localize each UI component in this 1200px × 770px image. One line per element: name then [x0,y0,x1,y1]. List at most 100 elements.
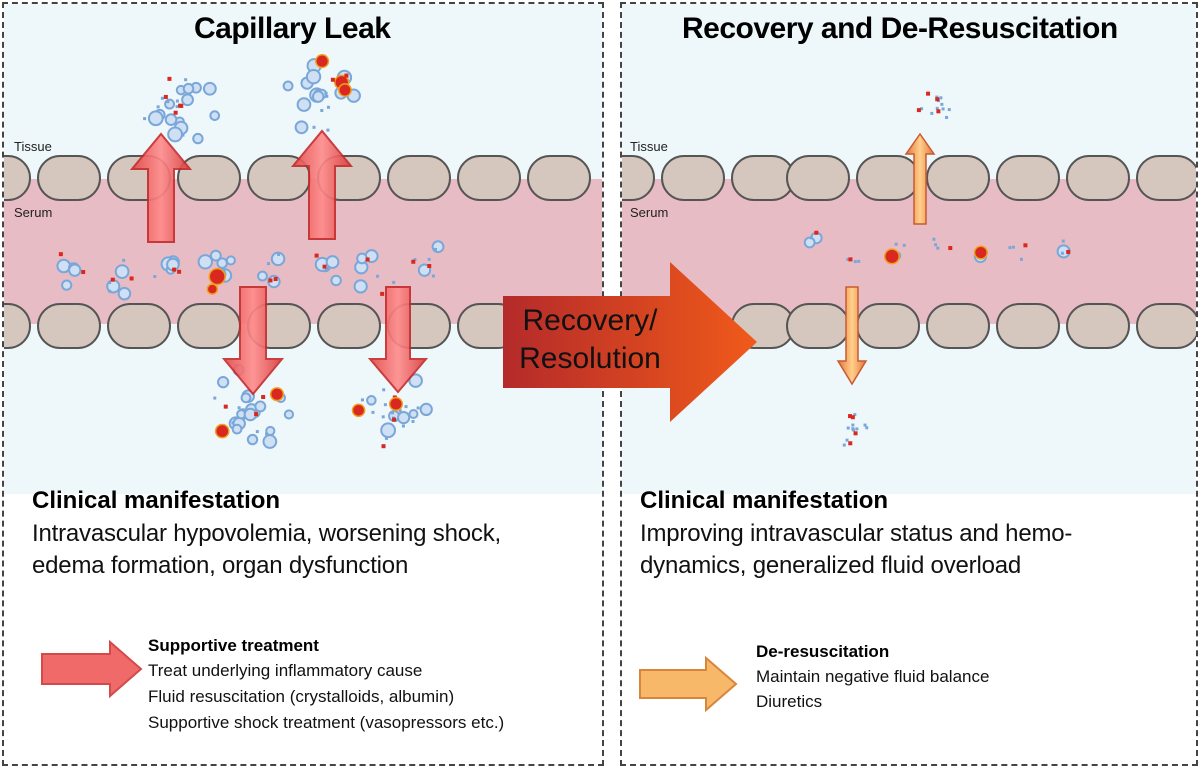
fluid-particle [143,117,147,121]
fluid-particle [392,280,396,284]
recovery-resolution-label: Recovery/ Resolution [510,302,670,378]
fluid-particle [857,259,861,263]
fluid-particle [184,78,188,82]
fluid-particle [382,388,386,392]
protein-particle [322,264,327,269]
endothelial-cell [996,303,1060,349]
fluid-particle [932,237,936,241]
endothelial-cell [177,303,241,349]
protein-particle [848,414,853,419]
endothelial-cell [996,155,1060,201]
fluid-particle [936,246,940,250]
albumin-particle [197,254,213,270]
albumin-particle [305,69,322,85]
albumin-particle [231,423,243,435]
protein-particle [411,259,416,264]
fluid-particle [324,91,328,95]
clinical-line: dynamics, generalized fluid overload [640,552,1022,579]
treatment-line: Treat underlying inflammatory cause [148,661,423,680]
fluid-particle [384,436,388,440]
protein-particle [261,395,266,400]
albumin-particle [408,373,423,388]
fluid-particle [266,262,270,266]
fluid-particle [326,128,330,132]
fluid-particle [941,107,945,111]
albumin-particle [803,236,816,249]
albumin-particle [353,279,368,294]
endothelial-cell [661,155,725,201]
albumin-particle [209,110,221,121]
protein-particle [172,267,177,272]
endothelial-cell [1136,303,1196,349]
protein-particle [1023,243,1028,248]
fluid-particle [431,274,435,278]
supportive-treatment-arrow-icon [41,639,143,699]
fluid-particle [160,96,164,100]
protein-particle [948,246,953,251]
protein-particle [110,277,115,282]
endothelial-cell [1066,155,1130,201]
fluid-particle [427,257,431,261]
albumin-particle [209,249,222,262]
panel-title: Recovery and De-Resuscitation [682,12,1118,45]
endothelial-cell [457,155,521,201]
albumin-particle [296,97,312,112]
endothelial-cell [786,303,850,349]
protein-particle [392,417,397,422]
fluid-particle [413,258,417,262]
albumin-particle [254,400,267,413]
albumin-particle [366,395,377,406]
fluid-particle [934,243,938,247]
fluid-particle [411,420,415,424]
fluid-particle [846,426,850,430]
serum-band [622,179,1196,324]
protein-particle [388,396,404,412]
fluid-particle [865,426,869,430]
protein-particle [81,270,86,275]
de-resuscitation-arrow-icon [639,655,738,713]
albumin-particle [294,120,309,135]
fluid-particle [371,410,375,414]
fluid-particle [945,115,949,119]
protein-particle [848,441,853,446]
albumin-particle [397,410,411,425]
protein-particle [177,269,182,274]
endothelial-cell [786,155,850,201]
protein-particle [163,94,168,99]
endothelial-cell [527,155,591,201]
treatment-line: Maintain negative fluid balance [756,667,990,686]
protein-particle [330,77,335,82]
fluid-particle [401,424,405,428]
albumin-particle [282,80,294,92]
fluid-particle [108,289,112,293]
protein-particle [916,108,921,113]
fluid-particle [852,428,856,432]
fluid-particle [930,111,934,115]
fluid-particle [175,99,179,103]
fluid-particle [416,406,420,410]
fluid-particle [320,108,324,112]
tissue-label: Tissue [14,139,52,154]
protein-particle [129,276,134,281]
fluid-particle [181,133,185,137]
protein-particle [167,76,172,81]
protein-particle [208,267,226,286]
fluid-particle [108,281,112,285]
clinical-manifestation-heading: Clinical manifestation [640,487,889,514]
fluid-particle [1011,245,1015,249]
endothelial-cell [387,155,451,201]
serum-label: Serum [630,205,669,220]
protein-particle [214,423,230,439]
albumin-particle [217,376,230,389]
fluid-particle [381,415,385,419]
particles [803,91,1071,447]
fluid-particle [326,105,330,109]
fluid-particle [845,438,849,442]
endothelial-cell [4,303,31,349]
fluid-particle [863,423,867,427]
arrow-label-line: Recovery/ [522,304,658,337]
protein-particle [814,230,819,235]
albumin-particle [182,82,195,95]
protein-particle [427,264,432,269]
fluid-particle [383,403,387,407]
